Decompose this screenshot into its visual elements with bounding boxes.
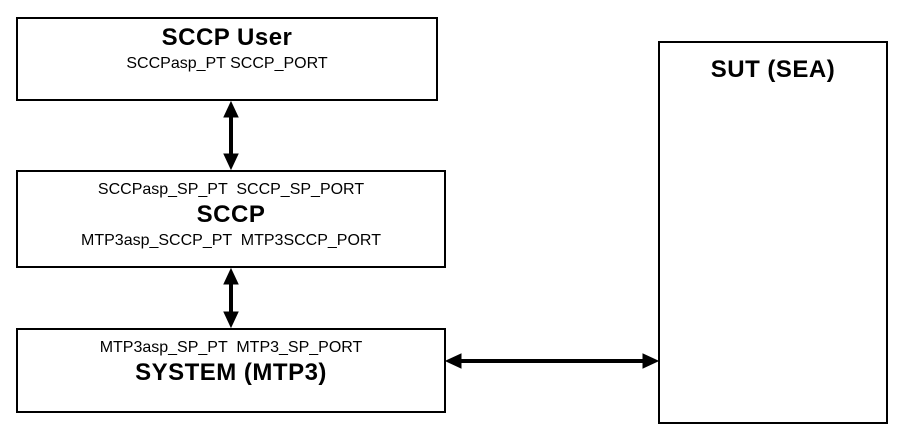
sccp-ports-bottom: MTP3asp_SCCP_PT MTP3SCCP_PORT bbox=[81, 232, 381, 249]
system-mtp3-title: SYSTEM (MTP3) bbox=[135, 359, 327, 386]
sccp-title: SCCP bbox=[196, 201, 266, 228]
sccp-user-title: SCCP User bbox=[161, 24, 293, 51]
arrow-sccp-to-system-mtp3 bbox=[223, 267, 239, 329]
sut-title: SUT (SEA) bbox=[710, 56, 836, 83]
arrow-system-mtp3-to-sut bbox=[444, 353, 660, 369]
box-system-mtp3: MTP3asp_SP_PT MTP3_SP_PORT SYSTEM (MTP3) bbox=[16, 328, 446, 413]
box-sccp: SCCPasp_SP_PT SCCP_SP_PORT SCCP MTP3asp_… bbox=[16, 170, 446, 268]
box-sut: SUT (SEA) bbox=[658, 41, 888, 424]
box-sccp-user: SCCP User SCCPasp_PT SCCP_PORT bbox=[16, 17, 438, 101]
arrow-sccp-user-to-sccp bbox=[223, 100, 239, 171]
sccp-ports-top: SCCPasp_SP_PT SCCP_SP_PORT bbox=[97, 181, 365, 198]
sccp-user-ports: SCCPasp_PT SCCP_PORT bbox=[126, 55, 328, 72]
system-mtp3-ports-top: MTP3asp_SP_PT MTP3_SP_PORT bbox=[99, 339, 363, 356]
